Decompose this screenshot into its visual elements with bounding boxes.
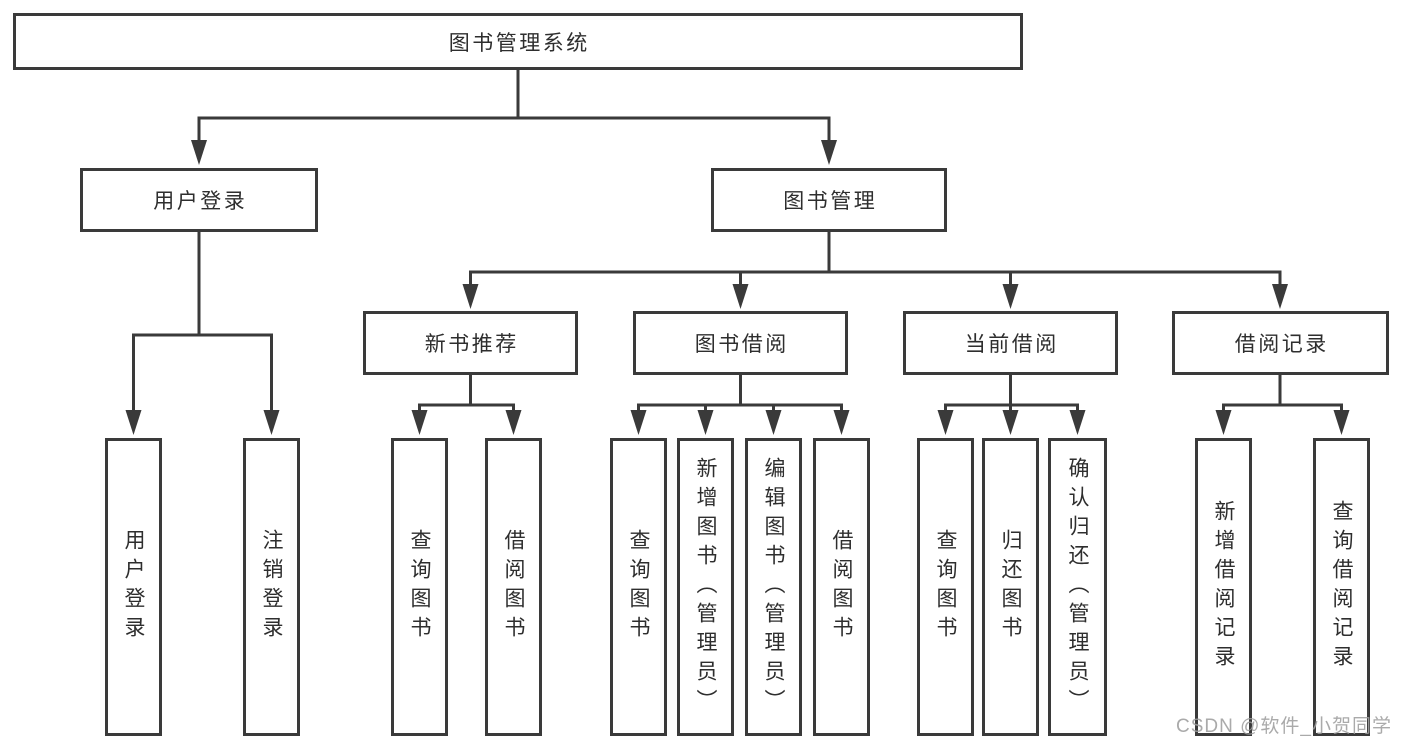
node-book-management-branch: 图书管理 [711,168,947,232]
connector-book-management-branch [469,232,1282,287]
connector-user-login-branch [132,232,273,414]
connector-book-borrow [637,375,843,413]
node-label: 新增借阅记录 [1212,500,1235,674]
node-label: 图书管理 [783,190,878,213]
leaf-add-book-admin: 新增图书（管理员） [677,438,734,736]
leaf-query-book-recommend: 查询图书 [391,438,448,736]
node-book-borrow: 图书借阅 [633,311,848,375]
leaf-query-book-current: 查询图书 [917,438,974,736]
node-label: 查询图书 [408,529,431,645]
node-label: 借阅记录 [1234,333,1329,356]
node-new-book-recommend: 新书推荐 [363,311,578,375]
leaf-edit-book-admin: 编辑图书（管理员） [745,438,802,736]
node-label: 查询图书 [627,529,650,645]
connector-new-book-recommend [418,375,515,413]
node-user-login-branch: 用户登录 [80,168,318,232]
node-label: 编辑图书（管理员） [762,456,785,718]
node-label: 借阅图书 [830,529,853,645]
leaf-borrow-book: 借阅图书 [813,438,870,736]
leaf-confirm-return-admin: 确认归还（管理员） [1048,438,1107,736]
node-label: 确认归还（管理员） [1066,456,1089,718]
leaf-return-book: 归还图书 [982,438,1039,736]
node-label: 归还图书 [999,529,1022,645]
connector-borrow-records [1222,375,1343,413]
node-label: 注销登录 [260,529,283,645]
node-label: 新书推荐 [424,333,519,356]
leaf-logout: 注销登录 [243,438,300,736]
connector-root [197,70,831,144]
leaf-query-book-borrow: 查询图书 [610,438,667,736]
node-label: 查询借阅记录 [1330,500,1353,674]
node-label: 用户登录 [122,529,145,645]
leaf-add-borrow-record: 新增借阅记录 [1195,438,1252,736]
node-label: 查询图书 [934,529,957,645]
node-label: 借阅图书 [502,529,525,645]
leaf-query-borrow-record: 查询借阅记录 [1313,438,1370,736]
node-label: 新增图书（管理员） [694,456,717,718]
connector-current-borrow [944,375,1079,413]
watermark: CSDN @软件_小贺同学 [1176,716,1392,737]
node-library-system: 图书管理系统 [13,13,1023,70]
node-label: 用户登录 [153,190,248,213]
leaf-user-login: 用户登录 [105,438,162,736]
node-borrow-records: 借阅记录 [1172,311,1389,375]
leaf-borrow-book-recommend: 借阅图书 [485,438,542,736]
node-label: 图书管理系统 [448,31,590,55]
node-current-borrow: 当前借阅 [903,311,1118,375]
node-label: 当前借阅 [964,333,1059,356]
node-label: 图书借阅 [694,333,789,356]
